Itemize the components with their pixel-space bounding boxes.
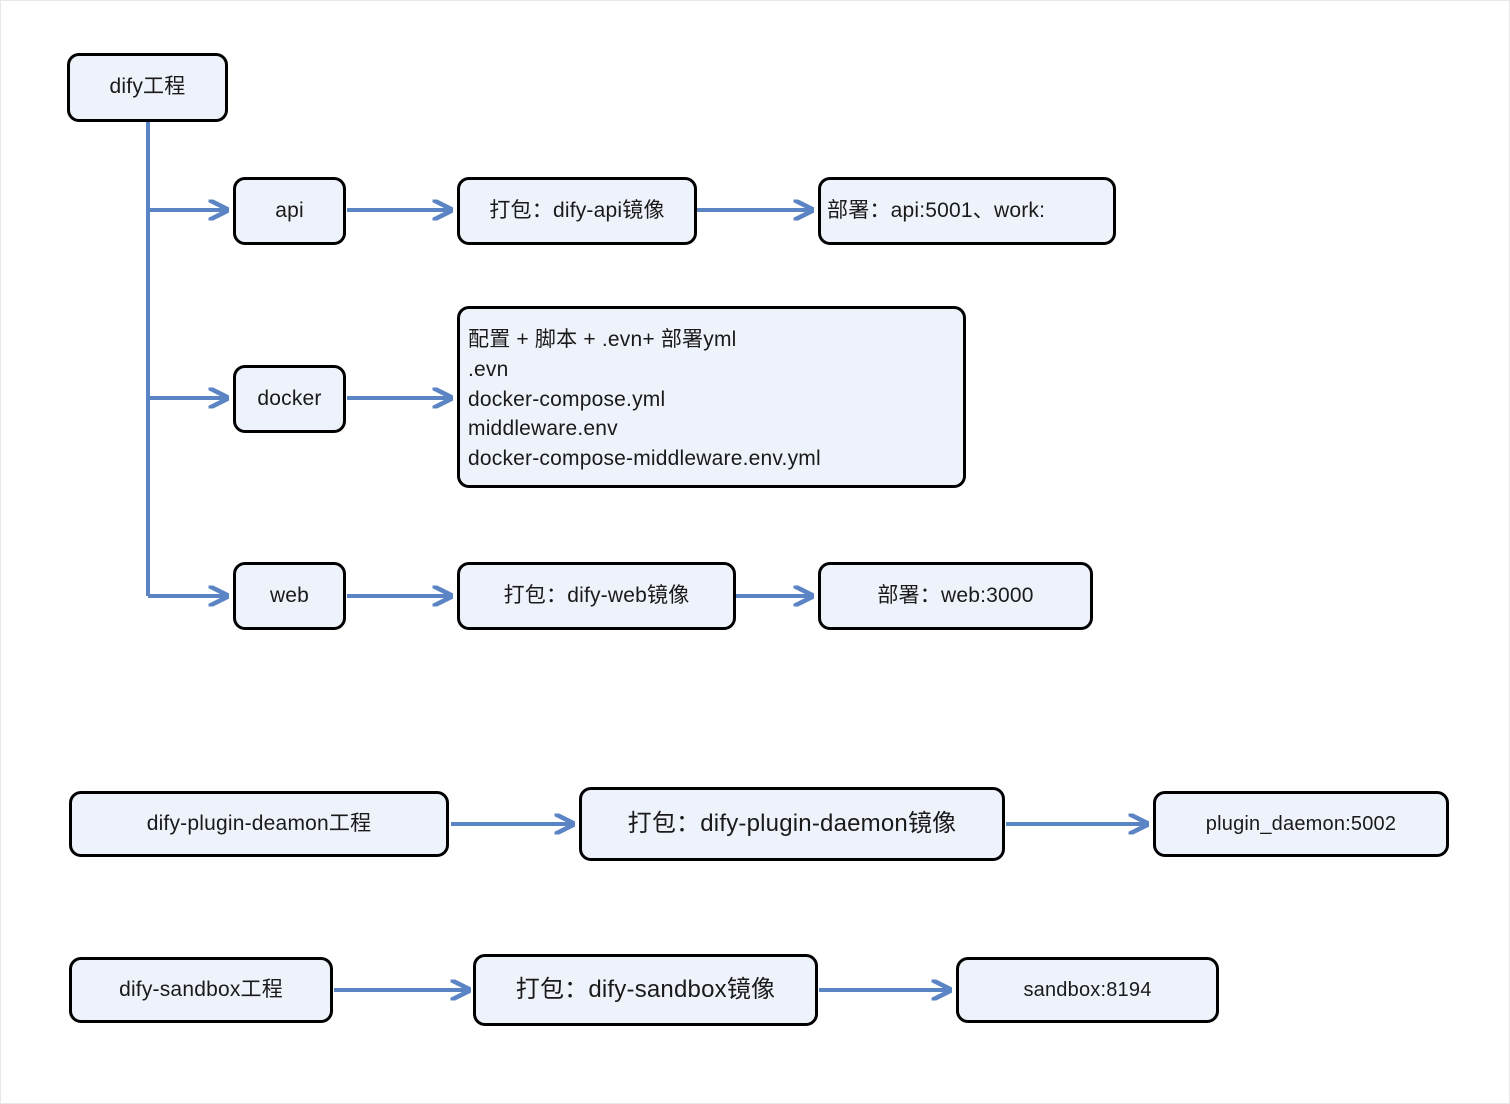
docker-file-line: 配置 + 脚本 + .evn+ 部署yml [468,328,737,351]
node-plugin-daemon-port[interactable]: plugin_daemon:5002 [1153,791,1449,857]
docker-file-line: docker-compose.yml [468,387,666,411]
node-sandbox-package[interactable]: 打包：dify-sandbox镜像 [473,954,818,1026]
node-web-deploy[interactable]: 部署：web:3000 [818,562,1093,630]
node-web[interactable]: web [233,562,346,630]
node-api-deploy-label: 部署：api:5001、work: [827,198,1046,222]
node-sandbox-port[interactable]: sandbox:8194 [956,957,1219,1023]
docker-file-line: docker-compose-middleware.env.yml [468,447,821,471]
node-web-package[interactable]: 打包：dify-web镜像 [457,562,736,630]
node-api-package-label: 打包：dify-api镜像 [489,198,665,222]
node-api-package[interactable]: 打包：dify-api镜像 [457,177,697,245]
node-plugin-daemon-project[interactable]: dify-plugin-deamon工程 [69,791,449,857]
node-plugin-daemon-package[interactable]: 打包：dify-plugin-daemon镜像 [579,787,1005,861]
node-sandbox-project[interactable]: dify-sandbox工程 [69,957,333,1023]
node-api-deploy[interactable]: 部署：api:5001、work: [818,177,1116,245]
node-docker[interactable]: docker [233,365,346,433]
docker-file-line: .evn [468,357,509,381]
docker-file-line: middleware.env [468,417,618,441]
node-dify-project[interactable]: dify工程 [67,53,228,122]
node-docker-files[interactable]: 配置 + 脚本 + .evn+ 部署yml .evn docker-compos… [457,306,966,488]
node-api[interactable]: api [233,177,346,245]
